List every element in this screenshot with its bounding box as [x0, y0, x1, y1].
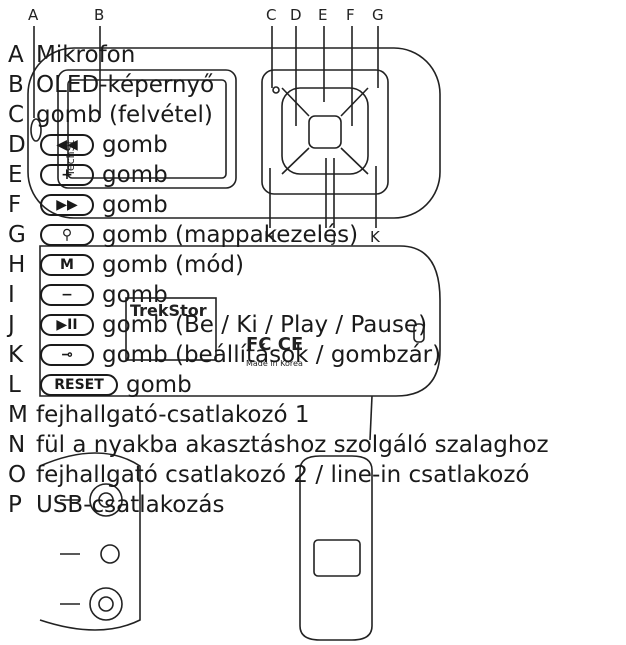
legend-text: gomb (beállítások / gombzár) [102, 342, 442, 368]
legend-text: Mikrofon [36, 42, 136, 68]
legend-text: fejhallgató csatlakozó 2 / line-in csatl… [36, 462, 530, 488]
legend-letter: K [8, 342, 24, 368]
legend-text: OLED-képernyő [36, 72, 215, 98]
headphone-jack-1 [89, 483, 123, 517]
legend-row-g: G ⚲ gomb (mappakezelés) [8, 220, 358, 250]
reset-hole [413, 323, 425, 343]
legend-text: gomb [102, 282, 168, 308]
usb-port [313, 539, 361, 577]
player-side-left [39, 452, 141, 631]
record-button-dot [272, 86, 280, 94]
legend-letter: A [8, 42, 24, 68]
microphone [30, 118, 42, 142]
legend-row-o: O fejhallgató csatlakozó 2 / line-in csa… [8, 460, 529, 490]
legend-row-c: C gomb (felvétel) [8, 100, 213, 130]
legend-letter: G [8, 222, 26, 248]
search-button-icon: ⚲ [40, 224, 94, 246]
legend-text: gomb [102, 132, 168, 158]
legend-row-k: K ⊸ gomb (beállítások / gombzár) [8, 340, 441, 370]
legend-letter: E [8, 162, 23, 188]
legend-letter: I [8, 282, 15, 308]
legend-text: gomb (Be / Ki / Play / Pause) [102, 312, 428, 338]
legend-row-p: P USB-csatlakozás [8, 490, 224, 520]
callout-d: D [290, 6, 302, 24]
legend-letter: B [8, 72, 24, 98]
legend-letter: F [8, 192, 22, 218]
legend-letter: J [8, 312, 15, 338]
callout-b: B [94, 6, 104, 24]
legend-text: fül a nyakba akasztáshoz szolgáló szalag… [36, 432, 549, 458]
ce-mark: FC CE [246, 334, 303, 355]
legend-letter: P [8, 492, 22, 518]
player-back-body [39, 245, 441, 397]
legend-row-d: D ◀◀ gomb [8, 130, 168, 160]
legend-row-n: N fül a nyakba akasztáshoz szolgáló szal… [8, 430, 549, 460]
legend-text: USB-csatlakozás [36, 492, 225, 518]
callout-i: I [318, 228, 322, 246]
callout-j: J [331, 228, 336, 246]
legend-row-i: I − gomb [8, 280, 168, 310]
legend-letter: H [8, 252, 26, 278]
key-lock-button-icon: ⊸ [40, 344, 94, 366]
legend-row-a: A Mikrofon [8, 40, 135, 70]
plus-button-icon: + [40, 164, 94, 186]
rewind-button-icon: ◀◀ [40, 134, 94, 156]
legend-row-b: B OLED-képernyő [8, 70, 214, 100]
legend-text: fejhallgató-csatlakozó 1 [36, 402, 310, 428]
legend-text: gomb [102, 192, 168, 218]
legend-text: gomb (felvétel) [36, 102, 213, 128]
player-side-right [299, 455, 373, 641]
callout-h: H [264, 228, 275, 246]
mode-button-icon: M [40, 254, 94, 276]
legend-text: gomb (mód) [102, 252, 245, 278]
legend-text: gomb (mappakezelés) [102, 222, 359, 248]
center-button [308, 115, 342, 149]
player-front-body [27, 47, 441, 219]
legend-row-h: H M gomb (mód) [8, 250, 244, 280]
legend-letter: D [8, 132, 26, 158]
legend-row-l: L RESET gomb [8, 370, 192, 400]
legend-row-j: J ▶II gomb (Be / Ki / Play / Pause) [8, 310, 427, 340]
fast-forward-button-icon: ▶▶ [40, 194, 94, 216]
control-pad [261, 69, 389, 195]
back-label [125, 297, 217, 361]
legend-row-f: F ▶▶ gomb [8, 190, 168, 220]
oled-screen [57, 69, 237, 189]
screen-inner [67, 79, 227, 179]
legend-text: gomb [126, 372, 192, 398]
legend-text: gomb [102, 162, 168, 188]
callout-g: G [372, 6, 384, 24]
callout-f: F [346, 6, 355, 24]
headphone-jack-2 [89, 587, 123, 621]
play-pause-button-icon: ▶II [40, 314, 94, 336]
lanyard-hole [100, 544, 120, 564]
legend-letter: C [8, 102, 25, 128]
legend-letter: M [8, 402, 28, 428]
callout-k: K [370, 228, 381, 246]
reset-button-icon: RESET [40, 374, 118, 396]
legend-letter: L [8, 372, 21, 398]
minus-button-icon: − [40, 284, 94, 306]
legend-letter: N [8, 432, 26, 458]
made-in: Made in Korea [246, 359, 303, 368]
nav-ring [281, 87, 369, 175]
callout-e: E [318, 6, 327, 24]
brand-back: TrekStor [130, 301, 207, 320]
callout-a: A [28, 6, 39, 24]
legend-row-e: E + gomb [8, 160, 168, 190]
callout-c: C [266, 6, 276, 24]
legend-row-m: M fejhallgató-csatlakozó 1 [8, 400, 309, 430]
brand-front: TechSt [64, 139, 77, 177]
legend-letter: O [8, 462, 27, 488]
